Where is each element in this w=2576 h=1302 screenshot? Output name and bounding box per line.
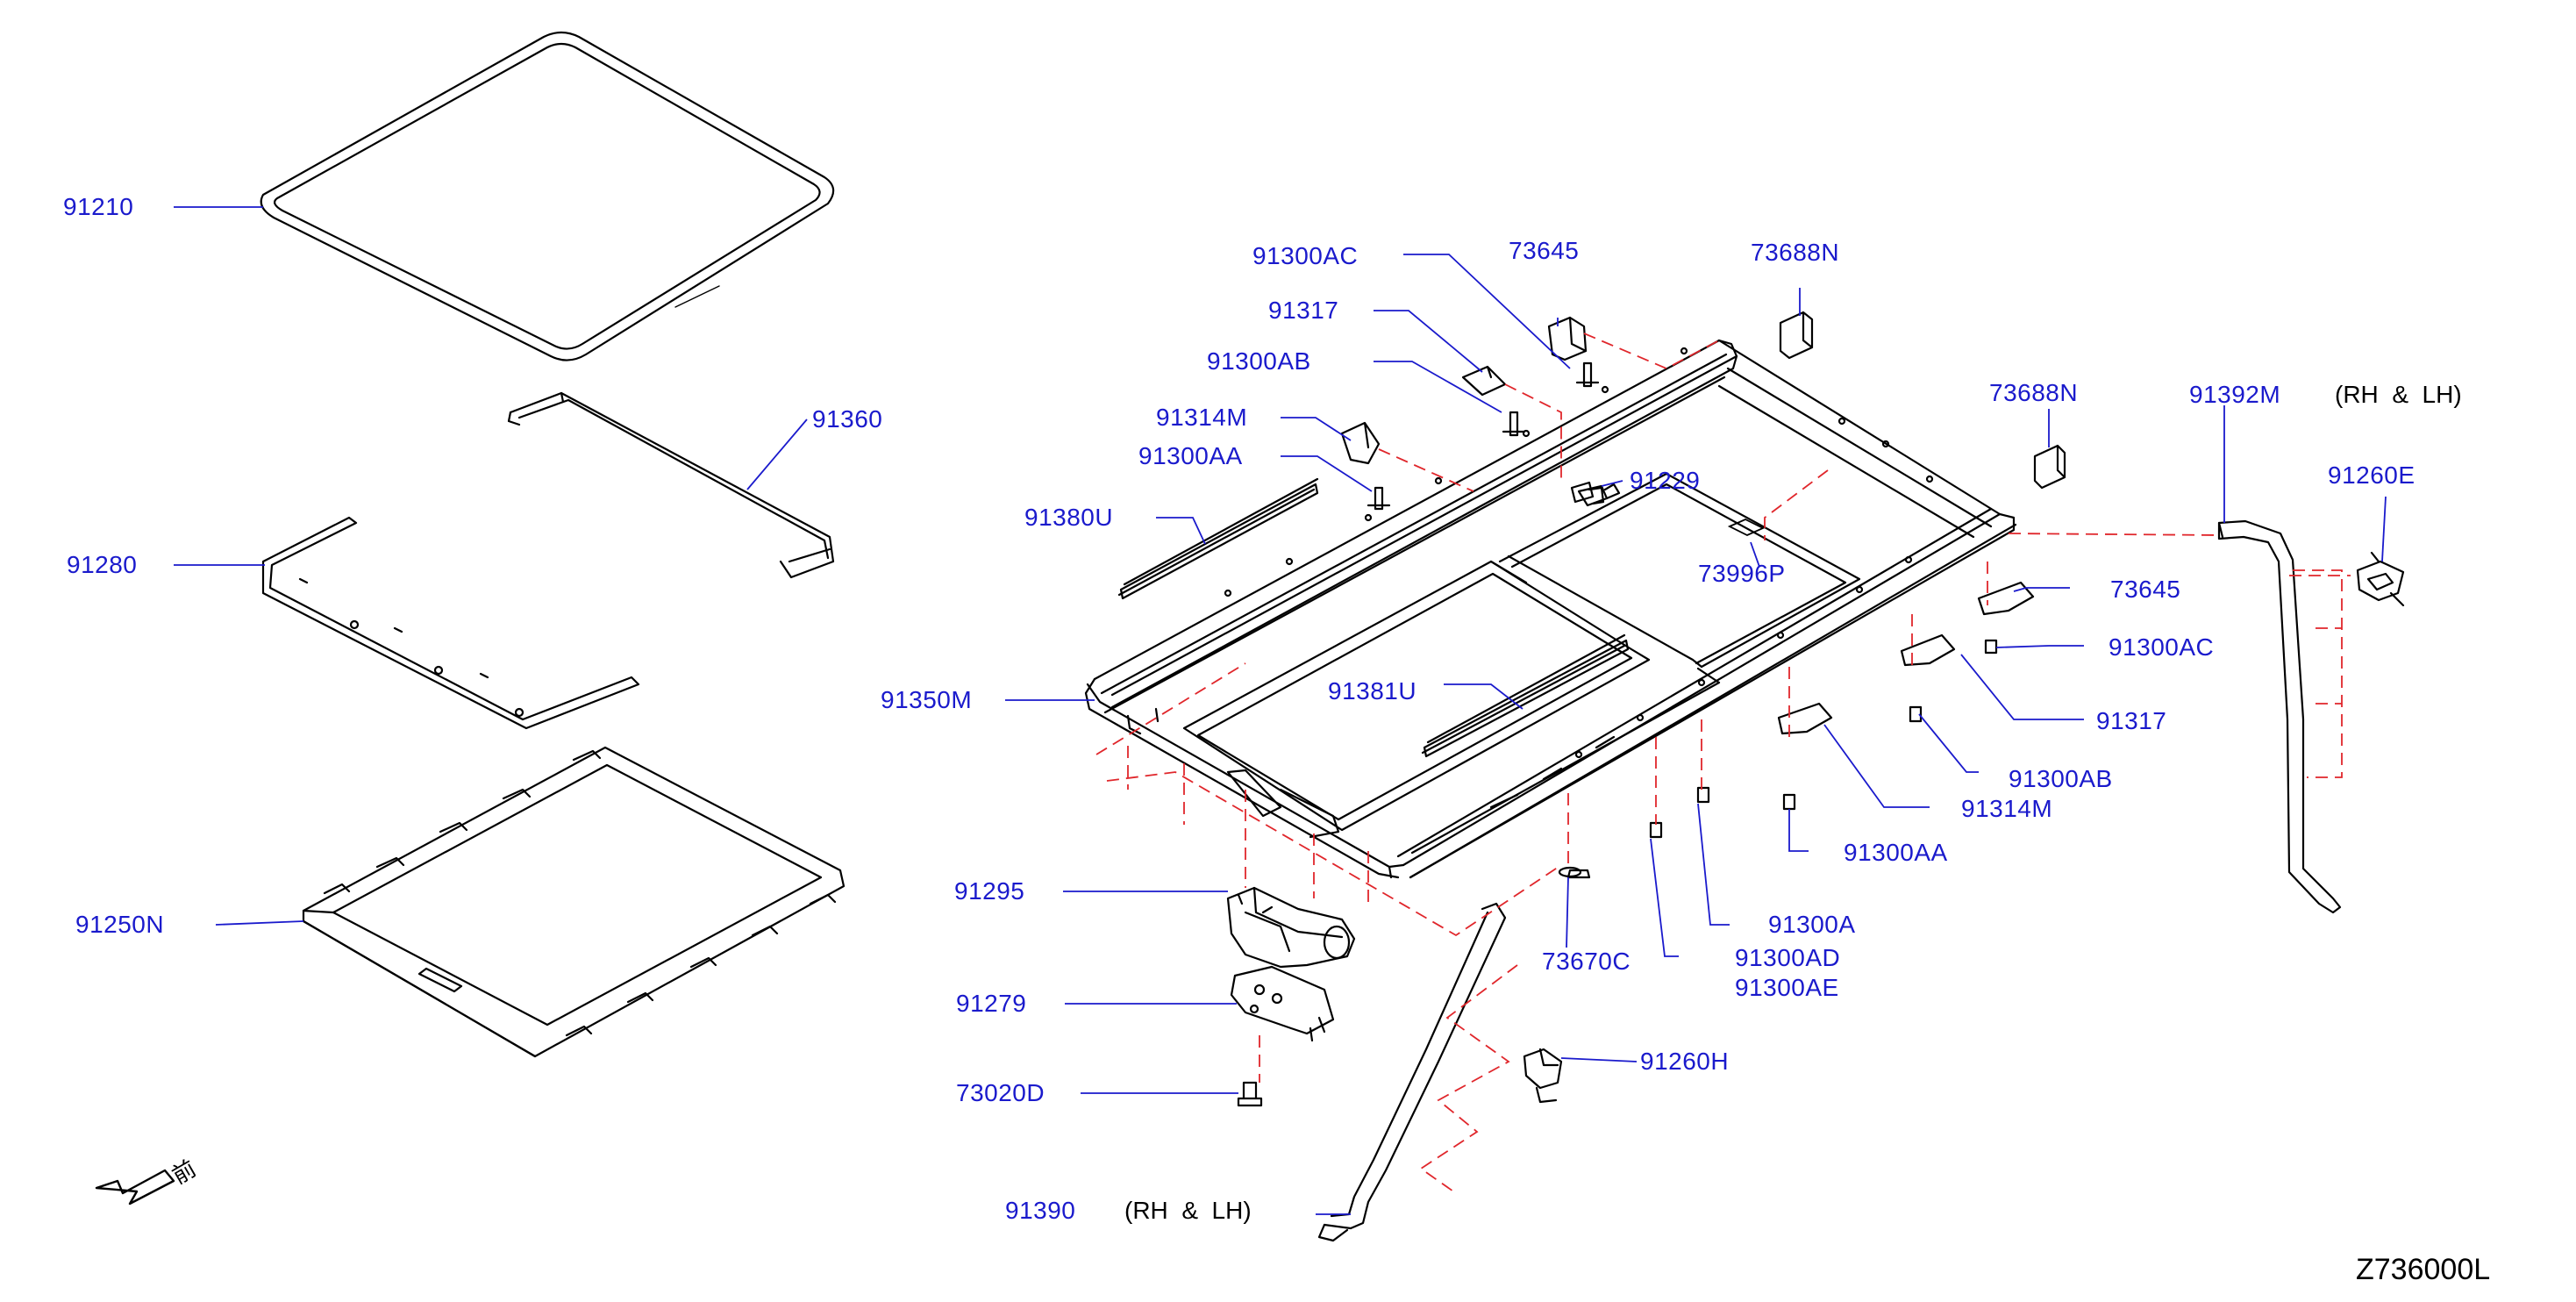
hose-clip-91260E <box>2356 551 2405 607</box>
label-73688N-right: 73688N <box>1989 379 2079 406</box>
bolt-91229 <box>1570 481 1605 505</box>
glass-panel <box>260 31 835 361</box>
label-73645-top: 73645 <box>1509 237 1580 264</box>
label-73670C: 73670C <box>1542 948 1631 975</box>
label-91300AC-left: 91300AC <box>1252 242 1359 269</box>
label-91314M-right: 91314M <box>1961 795 2053 822</box>
clip-parts <box>1779 311 2066 490</box>
label-91295: 91295 <box>954 877 1025 905</box>
note-rh-lh-bottom: (RH & LH) <box>1124 1197 1252 1224</box>
label-73645-right: 73645 <box>2110 576 2181 603</box>
label-91279: 91279 <box>956 990 1027 1017</box>
drain-channels <box>1117 477 1630 758</box>
note-rh-lh-top: (RH & LH) <box>2335 381 2462 408</box>
label-91300AB-left: 91300AB <box>1207 347 1311 375</box>
label-91381U: 91381U <box>1328 677 1417 705</box>
label-91317-left: 91317 <box>1268 297 1339 324</box>
label-91300AB-right: 91300AB <box>2009 765 2113 792</box>
label-91260E: 91260E <box>2328 461 2415 489</box>
left-brackets <box>1340 316 1621 511</box>
label-91314M-left: 91314M <box>1156 404 1248 431</box>
grommet-73670C <box>1558 866 1582 878</box>
front-arrow-icon <box>95 1169 175 1205</box>
label-73996P: 73996P <box>1698 560 1786 587</box>
screw-73020D <box>1237 1081 1263 1107</box>
hose-clip-91260H <box>1523 1048 1563 1104</box>
sunshade <box>302 746 846 1058</box>
label-91280: 91280 <box>67 551 138 578</box>
leader-lines <box>174 206 2387 1215</box>
drain-hose-rear <box>2217 519 2342 914</box>
label-91350M: 91350M <box>881 686 973 713</box>
label-91210: 91210 <box>63 193 134 220</box>
label-91250N: 91250N <box>75 911 165 938</box>
label-91390: 91390 <box>1005 1197 1076 1224</box>
label-91360: 91360 <box>812 405 883 433</box>
diagram-code: Z736000L <box>2356 1253 2491 1286</box>
label-91260H: 91260H <box>1640 1048 1730 1075</box>
label-91300AD: 91300AD <box>1735 944 1841 971</box>
motor-bracket <box>1230 965 1335 1042</box>
label-91300AA-left: 91300AA <box>1138 442 1243 469</box>
label-91317-right: 91317 <box>2096 707 2167 734</box>
label-73688N-top: 73688N <box>1751 239 1840 266</box>
label-91300A: 91300A <box>1768 911 1856 938</box>
right-brackets <box>1566 581 2035 879</box>
label-91380U: 91380U <box>1024 504 1114 531</box>
sunroof-motor <box>1226 886 1356 969</box>
label-91300AE: 91300AE <box>1735 974 1839 1001</box>
label-91229: 91229 <box>1630 467 1701 494</box>
label-91392M: 91392M <box>2189 381 2281 408</box>
sunroof-main-frame <box>1084 339 2017 879</box>
label-91300AA-right: 91300AA <box>1844 839 1948 866</box>
seal-frame <box>261 516 640 730</box>
wind-deflector <box>507 391 835 579</box>
label-91300AC-right: 91300AC <box>2109 633 2215 661</box>
label-sticker <box>1727 519 1766 536</box>
label-73020D: 73020D <box>956 1079 1045 1106</box>
phantom-lines <box>1095 333 2351 1194</box>
